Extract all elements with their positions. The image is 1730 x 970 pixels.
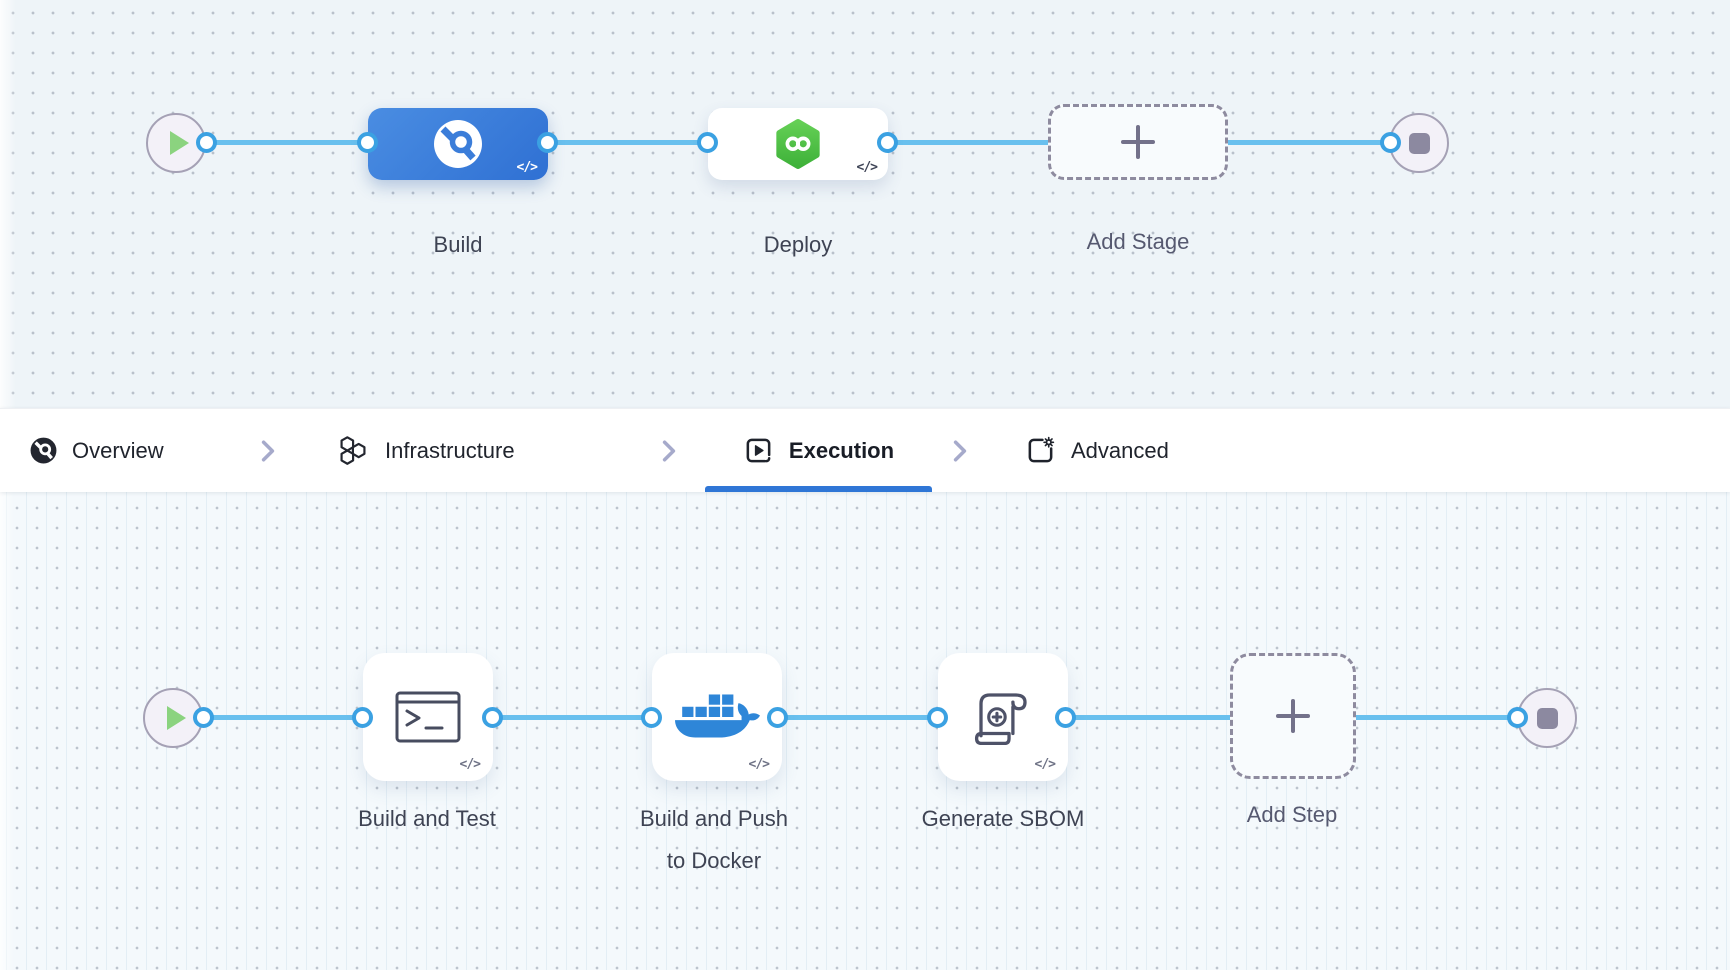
stage-label: Deploy <box>763 232 833 257</box>
stage-graph-canvas: </> Build </> Deploy Add Stage <box>0 0 1730 408</box>
terminal-icon <box>395 691 461 743</box>
play-icon <box>169 131 189 155</box>
step-node-build-and-push-to-docker[interactable]: </> <box>652 653 782 781</box>
scroll-plus-icon <box>974 693 1027 746</box>
add-step-label: Add Step <box>1246 802 1338 827</box>
tab-execution[interactable]: Execution <box>705 409 932 492</box>
tab-label: Advanced <box>1071 437 1169 463</box>
stage-label: Build <box>433 232 483 257</box>
yaml-code-badge: </> <box>748 757 771 772</box>
steps-start-node[interactable] <box>143 688 203 748</box>
connector-port[interactable] <box>357 132 378 153</box>
step-label-line1: Build and Push <box>640 806 788 831</box>
add-stage-label: Add Stage <box>1086 229 1190 254</box>
stage-node-deploy[interactable]: </> <box>708 108 888 180</box>
harness-cd-icon <box>776 119 820 169</box>
step-node-generate-sbom[interactable]: </> <box>938 653 1068 781</box>
step-label-line1: Build and Test <box>358 806 496 831</box>
tab-advanced[interactable]: Advanced <box>1025 409 1169 492</box>
chevron-right-icon <box>953 440 967 462</box>
stop-icon <box>1536 707 1558 729</box>
yaml-code-badge: </> <box>856 160 879 175</box>
plus-icon <box>1121 125 1155 159</box>
active-tab-underline <box>705 486 932 492</box>
connector-port[interactable] <box>537 132 558 153</box>
tab-overview[interactable]: Overview <box>30 409 164 492</box>
connector-port[interactable] <box>641 707 662 728</box>
add-stage-button[interactable] <box>1048 104 1228 180</box>
stage-config-tabbar: Overview Infrastructure Execution <box>0 408 1730 492</box>
infrastructure-icon <box>340 435 366 465</box>
step-node-build-and-test[interactable]: </> <box>363 653 493 781</box>
connector-port[interactable] <box>193 707 214 728</box>
stop-icon <box>1408 132 1430 154</box>
harness-ci-icon <box>434 120 482 168</box>
connector-port[interactable] <box>927 707 948 728</box>
step-label-line2: to Docker <box>666 848 762 873</box>
connector-edge <box>203 715 1519 720</box>
connector-port[interactable] <box>352 707 373 728</box>
tab-infrastructure[interactable]: Infrastructure <box>336 409 515 492</box>
pipeline-start-node[interactable] <box>146 113 206 173</box>
yaml-code-badge: </> <box>516 160 539 175</box>
connector-port[interactable] <box>196 132 217 153</box>
connector-port[interactable] <box>767 707 788 728</box>
connector-port[interactable] <box>1380 132 1401 153</box>
overview-icon <box>30 437 57 464</box>
yaml-code-badge: </> <box>1034 757 1057 772</box>
connector-port[interactable] <box>877 132 898 153</box>
connector-port[interactable] <box>697 132 718 153</box>
play-icon <box>166 706 186 730</box>
step-label: Build and Test <box>317 798 537 840</box>
add-step-button[interactable] <box>1230 653 1356 779</box>
step-graph-canvas: </> Build and Test </> Build and Push to… <box>0 491 1730 970</box>
execution-icon <box>746 438 771 463</box>
connector-port[interactable] <box>1507 707 1528 728</box>
connector-port[interactable] <box>482 707 503 728</box>
docker-icon <box>675 694 760 738</box>
tab-label: Overview <box>72 437 164 463</box>
chevron-right-icon <box>261 440 275 462</box>
tab-label: Infrastructure <box>385 437 515 463</box>
connector-port[interactable] <box>1055 707 1076 728</box>
tab-label: Execution <box>788 437 895 463</box>
advanced-icon <box>1028 436 1055 463</box>
step-label: Generate SBOM <box>893 798 1113 840</box>
yaml-code-badge: </> <box>459 757 482 772</box>
step-label-line1: Generate SBOM <box>921 806 1085 831</box>
chevron-right-icon <box>662 440 676 462</box>
stage-node-build[interactable]: </> <box>368 108 548 180</box>
step-label: Build and Push to Docker <box>604 798 824 882</box>
plus-icon <box>1276 699 1310 733</box>
